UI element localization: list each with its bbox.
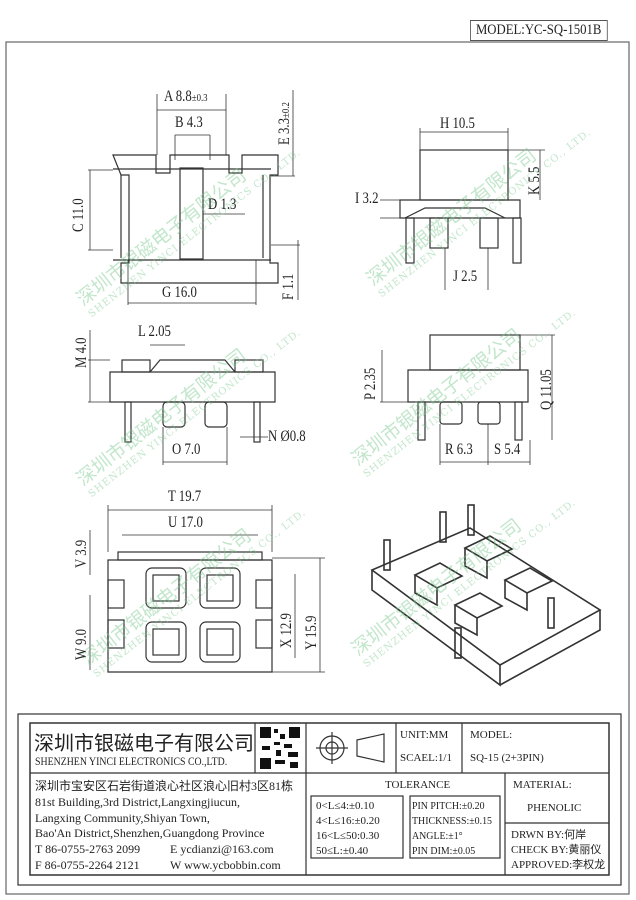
address-line: 81st Building,3rd District,Langxingjiucu…: [35, 795, 240, 809]
dim-g: G 16.0: [162, 284, 197, 301]
front-view: [88, 330, 276, 465]
dim-v: V 3.9: [73, 539, 90, 568]
dim-r: R 6.3: [445, 441, 473, 458]
tolerance-item: PIN DIM:±0.05: [412, 845, 476, 857]
approved-by: APPROVED:李权龙: [511, 859, 606, 871]
approvals: DRWN BY:何岸 CHECK BY:黄丽仪 APPROVED:李权龙: [511, 828, 605, 873]
isometric-view: [370, 504, 602, 687]
dim-j: J 2.5: [453, 268, 478, 285]
address-cn: 深圳市宝安区石岩街道浪心社区浪心旧村3区81栋: [35, 779, 294, 793]
dim-f: F 1.1: [280, 273, 297, 300]
tolerance-item: ANGLE:±1°: [412, 830, 463, 842]
top-view: [88, 90, 300, 305]
dim-l: L 2.05: [138, 323, 171, 340]
tolerance-length: 0<L≤4:±0.10 4<L≤16:±0.20 16<L≤50:0.30 50…: [316, 799, 380, 859]
checked-by: CHECK BY:黄丽仪: [511, 844, 602, 856]
tolerance-item: 16<L≤50:0.30: [316, 830, 380, 842]
side-view-2: [380, 334, 555, 465]
drawn-by: DRWN BY:何岸: [511, 829, 587, 841]
model-value: SQ-15 (2+3PIN): [470, 752, 544, 764]
fax: F 86-0755-2264 2121: [35, 858, 140, 872]
unit: UNIT:MM: [400, 729, 449, 741]
dim-d: D 1.3: [208, 196, 237, 213]
dim-c: C 11.0: [70, 198, 87, 232]
dim-y: Y 15.9: [303, 615, 320, 650]
dim-i: I 3.2: [355, 190, 379, 207]
dim-x: X 12.9: [278, 613, 295, 648]
address-line: Langxing Community,Shiyan Town,: [35, 810, 210, 825]
outer-frame: [5, 41, 630, 895]
dim-u: U 17.0: [168, 514, 203, 531]
scale: SCAEL:1/1: [400, 752, 452, 764]
dim-q: Q 11.05: [538, 369, 555, 410]
company-name-cn: 深圳市银磁电子有限公司: [34, 733, 254, 755]
address-en: 81st Building,3rd District,Langxingjiucu…: [35, 795, 264, 842]
dim-a: A 8.8±0.3: [164, 88, 208, 105]
model-label: MODEL:: [470, 729, 513, 741]
tolerance-item: 4<L≤16:±0.20: [316, 815, 380, 827]
dim-w: W 9.0: [73, 628, 90, 660]
dim-k: K 5.5: [526, 166, 543, 195]
tolerance-item: PIN PITCH:±0.20: [412, 800, 485, 812]
email: E ycdianzi@163.com: [170, 842, 274, 856]
tolerance-item: THICKNESS:±0.15: [412, 815, 492, 827]
dim-h: H 10.5: [440, 115, 475, 132]
dim-n: N Ø0.8: [268, 428, 306, 445]
telephone: T 86-0755-2763 2099: [35, 842, 141, 856]
side-view-1: [380, 128, 545, 290]
bottom-view: [89, 505, 325, 673]
qr-code: [260, 727, 300, 769]
material-value: PHENOLIC: [527, 802, 582, 814]
model-header: MODEL:YC-SQ-1501B: [470, 20, 608, 41]
title-frame: [29, 722, 610, 876]
dim-b: B 4.3: [175, 114, 203, 131]
dim-m: M 4.0: [73, 337, 90, 368]
dim-e: E 3.3±0.2: [276, 102, 293, 145]
dim-p: P 2.35: [362, 367, 379, 400]
tolerance-title: TOLERANCE: [385, 779, 451, 791]
material-label: MATERIAL:: [513, 779, 572, 791]
dim-s: S 5.4: [494, 441, 521, 458]
dim-o: O 7.0: [172, 441, 201, 458]
title-frame-outer: [17, 713, 622, 886]
tolerance-item: 50≤L:±0.40: [316, 845, 369, 857]
website: W www.ycbobbin.com: [170, 858, 281, 872]
address-line: Bao'An District,Shenzhen,Guangdong Provi…: [35, 826, 265, 840]
company-name-en: SHENZHEN YINCI ELECTRONICS CO.,LTD.: [35, 754, 228, 768]
dim-t: T 19.7: [168, 488, 202, 505]
tolerance-other: PIN PITCH:±0.20 THICKNESS:±0.15 ANGLE:±1…: [412, 799, 492, 859]
tolerance-item: 0<L≤4:±0.10: [316, 800, 375, 812]
